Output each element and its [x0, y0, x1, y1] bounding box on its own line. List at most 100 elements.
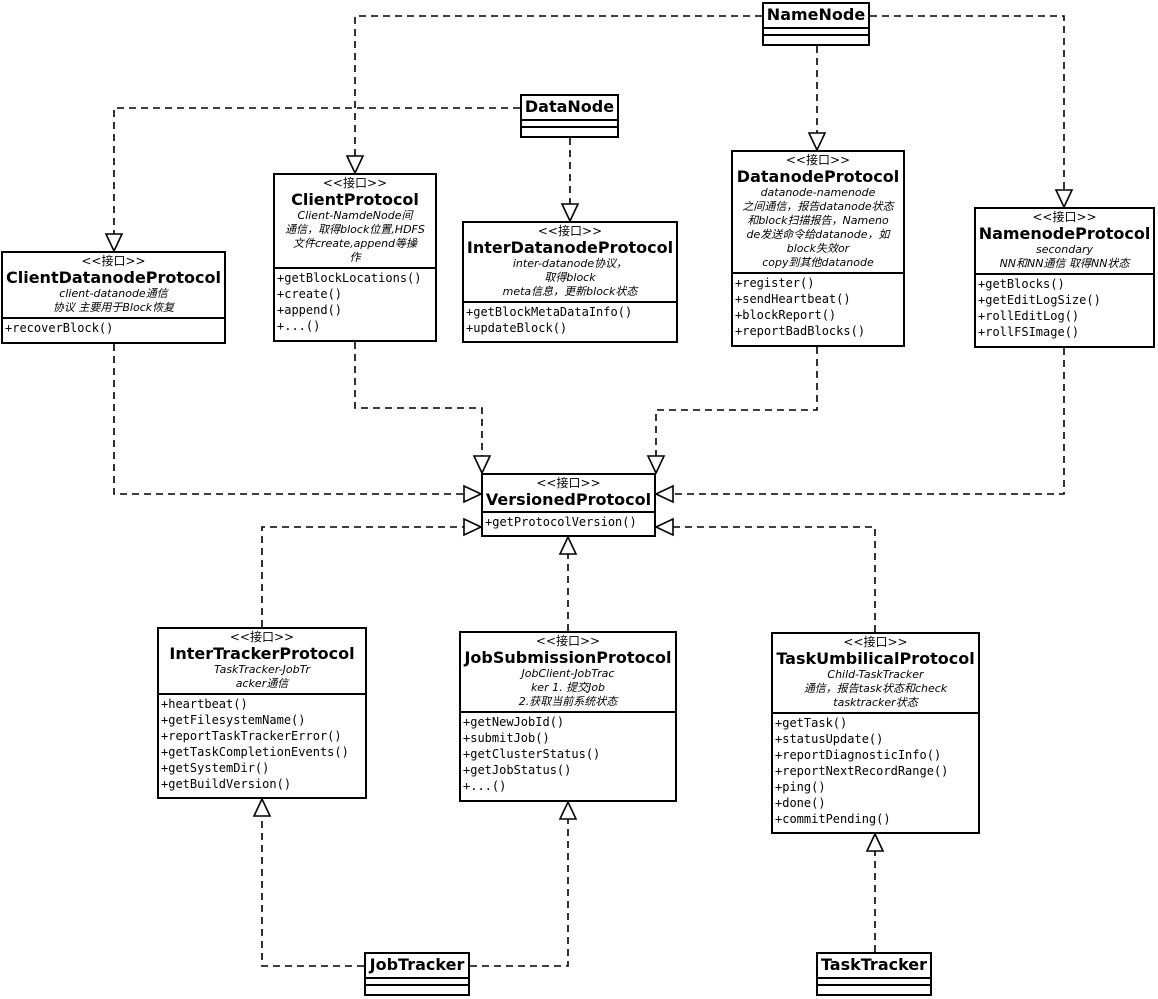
method: +getProtocolVersion() [485, 515, 637, 529]
namenode-protocol-interface[interactable]: <<接口>> NamenodeProtocol secondary NN和NN通… [974, 207, 1155, 348]
stereotype-label: <<接口>> [535, 634, 601, 648]
task-umbilical-protocol-interface[interactable]: <<接口>> TaskUmbilicalProtocol Child-TaskT… [771, 632, 980, 834]
hollow-triangle-arrowhead [654, 517, 674, 537]
dashed-line [470, 819, 569, 967]
method: +getSystemDir() [161, 761, 270, 775]
dashed-line [354, 15, 762, 156]
dashed-line [113, 344, 464, 495]
method-list: +getProtocolVersion() [483, 511, 654, 531]
method: +heartbeat() [161, 697, 248, 711]
interface-name: ClientDatanodeProtocol [5, 268, 222, 287]
hollow-triangle-arrowhead [345, 155, 365, 175]
interface-name: JobSubmissionProtocol [464, 648, 672, 667]
hollow-triangle-arrowhead [104, 233, 124, 253]
stereotype-label: <<接口>> [537, 224, 603, 238]
interface-name: NamenodeProtocol [978, 224, 1151, 243]
job-submission-protocol-interface[interactable]: <<接口>> JobSubmissionProtocol JobClient-J… [459, 631, 677, 802]
edge-datanode-to-interdatanode [560, 138, 580, 223]
method: +...() [463, 779, 507, 793]
method-list: +getNewJobId() +submitJob() +getClusterS… [461, 711, 675, 795]
method: +getNewJobId() [463, 715, 565, 729]
method: +rollFSImage() [978, 325, 1080, 339]
dashed-line [655, 347, 818, 456]
datanode-protocol-interface[interactable]: <<接口>> DatanodeProtocol datanode-namenod… [731, 150, 905, 347]
stereotype-label: <<接口>> [843, 635, 908, 649]
method: +...() [277, 319, 321, 333]
hollow-triangle-arrowhead [865, 832, 885, 852]
method: +getEditLogSize() [978, 293, 1101, 307]
stereotype-label: <<接口>> [81, 254, 146, 268]
hollow-triangle-arrowhead [560, 203, 580, 223]
interface-name: DatanodeProtocol [736, 167, 900, 186]
edge-clientdatanode-to-versioned [113, 344, 483, 504]
method-list: +recoverBlock() [3, 317, 224, 337]
edge-namenode-to-datanodeprotocol [807, 46, 827, 152]
stereotype-label: <<接口>> [1032, 210, 1097, 224]
method: +reportNextRecordRange() [775, 764, 949, 778]
method: +append() [277, 303, 343, 317]
hollow-triangle-arrowhead [472, 455, 492, 475]
dashed-line [261, 526, 464, 627]
interface-name: VersionedProtocol [485, 490, 652, 509]
jobtracker-class[interactable]: JobTracker [364, 952, 470, 996]
hollow-triangle-arrowhead [252, 797, 272, 817]
edge-namenodeprotocol-to-versioned [654, 348, 1065, 504]
interface-note: Child-TaskTracker 通信，报告task状态和check task… [803, 668, 948, 709]
edge-intertracker-to-versioned [261, 517, 483, 627]
method: +create() [277, 287, 343, 301]
method: +getTaskCompletionEvents() [161, 745, 349, 759]
inter-tracker-protocol-interface[interactable]: <<接口>> InterTrackerProtocol TaskTracker-… [157, 627, 367, 799]
hollow-triangle-arrowhead [646, 455, 666, 475]
interface-note: datanode-namenode 之间通信，报告datanode状态 和blo… [742, 186, 894, 269]
method: +updateBlock() [466, 321, 568, 335]
namenode-class[interactable]: NameNode [762, 2, 870, 46]
interface-note: JobClient-JobTrac ker 1. 提交Job 2.获取当前系统状… [518, 667, 618, 708]
interface-note: TaskTracker-JobTr acker通信 [214, 663, 310, 690]
edge-datanode-to-clientdatanode [104, 107, 520, 253]
interface-note: inter-datanode协议， 取得block meta信息，更新block… [502, 257, 638, 298]
interface-note: secondary NN和NN通信 取得NN状态 [999, 243, 1130, 270]
edge-tasktracker-to-taskumbilical [865, 832, 885, 952]
tasktracker-class[interactable]: TaskTracker [816, 952, 932, 996]
method: +rollEditLog() [978, 309, 1080, 323]
class-name: TaskTracker [820, 955, 928, 974]
method: +getTask() [775, 716, 848, 730]
inter-datanode-protocol-interface[interactable]: <<接口>> InterDatanodeProtocol inter-datan… [462, 221, 678, 343]
stereotype-label: <<接口>> [229, 630, 295, 644]
interface-name: ClientProtocol [291, 190, 419, 209]
dashed-line [673, 526, 876, 632]
method-list: +getBlocks() +getEditLogSize() +rollEdit… [976, 273, 1153, 341]
versioned-protocol-interface[interactable]: <<接口>> VersionedProtocol +getProtocolVer… [481, 473, 656, 537]
method: +statusUpdate() [775, 732, 884, 746]
method: +getBlockLocations() [277, 271, 422, 285]
client-protocol-interface[interactable]: <<接口>> ClientProtocol Client-NamdeNode间 … [273, 173, 437, 342]
method: +getJobStatus() [463, 763, 572, 777]
method: +register() [735, 276, 815, 290]
edge-clientprotocol-to-versioned [354, 342, 492, 475]
method: +getBlockMetaDataInfo() [466, 305, 633, 319]
method: +getBuildVersion() [161, 777, 292, 791]
edge-jobsubmission-to-versioned [558, 535, 578, 631]
interface-name: InterDatanodeProtocol [466, 238, 674, 257]
interface-name: InterTrackerProtocol [169, 644, 355, 663]
class-name: DataNode [524, 97, 615, 116]
hollow-triangle-arrowhead [463, 517, 483, 537]
hollow-triangle-arrowhead [463, 484, 483, 504]
method: +getClusterStatus() [463, 747, 601, 761]
method-list: +heartbeat() +getFilesystemName() +repor… [159, 693, 365, 793]
method: +blockReport() [735, 308, 837, 322]
method: +getFilesystemName() [161, 713, 306, 727]
edge-namenode-to-clientprotocol [345, 15, 762, 175]
method: +sendHeartbeat() [735, 292, 851, 306]
hollow-triangle-arrowhead [558, 800, 578, 820]
hollow-triangle-arrowhead [654, 484, 674, 504]
client-datanode-protocol-interface[interactable]: <<接口>> ClientDatanodeProtocol client-dat… [1, 251, 226, 344]
stereotype-label: <<接口>> [785, 153, 851, 167]
dashed-line [354, 342, 483, 456]
method: +done() [775, 796, 826, 810]
stereotype-label: <<接口>> [322, 176, 388, 190]
datanode-class[interactable]: DataNode [520, 94, 619, 138]
interface-note: Client-NamdeNode间 通信，取得block位置,HDFS 文件cr… [285, 209, 425, 264]
hollow-triangle-arrowhead [807, 132, 827, 152]
